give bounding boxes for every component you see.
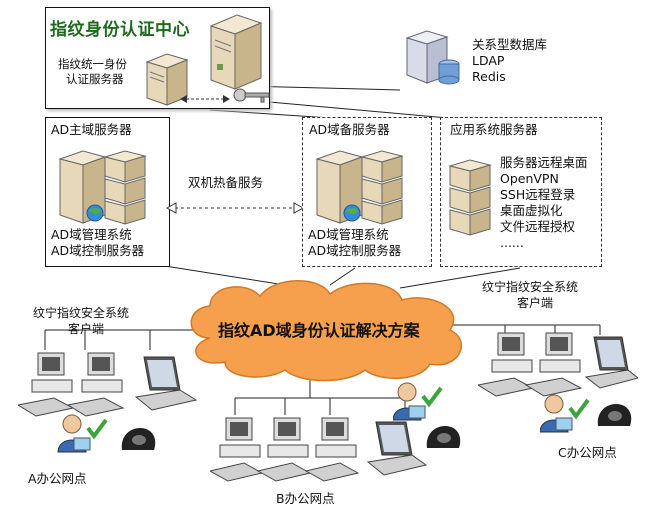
app-item-5: 文件远程授权 <box>500 219 576 234</box>
desktop-computer-icon <box>66 352 125 417</box>
user-badge-icon <box>57 414 91 453</box>
fingerprint-scanner-icon <box>597 404 632 426</box>
fingerprint-scanner-icon <box>121 428 156 450</box>
db-line-3: Redis <box>472 69 506 84</box>
site-a-devices <box>18 352 198 417</box>
auth-server-label-line1: 指纹统一身份 <box>58 57 127 71</box>
cloud-title: 指纹AD域身份认证解决方案 <box>218 321 420 340</box>
site-a-auth <box>57 414 156 453</box>
site-c-auth <box>540 394 632 433</box>
network-cloud <box>190 280 462 382</box>
app-item-6: ...... <box>500 235 524 250</box>
site-b-label: B办公网点 <box>276 491 335 506</box>
ad-backup-line1: AD域管理系统 <box>308 227 389 242</box>
desktop-computer-icon <box>478 332 535 397</box>
site-b-devices <box>210 417 428 482</box>
laptop-icon <box>366 421 428 476</box>
ad-primary-line2: AD域控制服务器 <box>51 243 145 258</box>
sync-arrow-icon <box>180 95 230 103</box>
client-right-line1: 纹宁指纹安全系统 <box>482 280 579 294</box>
site-c-label: C办公网点 <box>558 445 617 460</box>
app-item-2: OpenVPN <box>500 171 559 186</box>
client-left-line2: 客户端 <box>68 322 105 336</box>
key-icon <box>233 88 270 103</box>
desktop-computer-icon <box>210 417 264 482</box>
ad-primary-title: AD主域服务器 <box>51 122 132 137</box>
server-icon <box>145 53 189 106</box>
client-right-line2: 客户端 <box>517 296 554 310</box>
ad-backup-line2: AD域控制服务器 <box>308 243 402 258</box>
checkmark-icon <box>568 398 590 420</box>
checkmark-icon <box>86 418 108 440</box>
desktop-computer-icon <box>256 417 312 482</box>
ad-primary-line1: AD域管理系统 <box>51 227 132 242</box>
app-servers-title: 应用系统服务器 <box>450 122 538 137</box>
desktop-computer-icon <box>18 352 75 417</box>
auth-center-title: 指纹身份认证中心 <box>50 20 190 40</box>
fingerprint-scanner-icon <box>426 426 461 448</box>
server-rack-icon <box>58 150 147 225</box>
app-item-4: 桌面虚拟化 <box>500 203 563 218</box>
checkmark-icon <box>421 386 443 408</box>
site-c-devices <box>478 332 638 397</box>
hot-backup-arrow-icon <box>165 202 305 214</box>
db-line-2: LDAP <box>472 53 505 68</box>
desktop-computer-icon <box>304 417 360 482</box>
auth-server-label-line2: 认证服务器 <box>66 72 124 86</box>
db-line-1: 关系型数据库 <box>472 37 548 52</box>
server-rack-icon <box>315 150 404 225</box>
server-icon <box>209 14 263 90</box>
desktop-computer-icon <box>524 332 583 397</box>
site-a-label: A办公网点 <box>28 471 87 486</box>
ad-backup-title: AD域备服务器 <box>309 122 390 137</box>
app-item-3: SSH远程登录 <box>500 187 576 202</box>
server-rack-icon <box>448 159 492 236</box>
database-icon <box>405 30 460 85</box>
user-badge-icon <box>540 394 573 433</box>
hot-backup-label: 双机热备服务 <box>188 175 264 190</box>
site-b-auth <box>393 382 461 448</box>
app-item-1: 服务器远程桌面 <box>500 155 588 170</box>
client-left-line1: 纹宁指纹安全系统 <box>33 306 130 320</box>
user-badge-icon <box>393 382 426 421</box>
laptop-icon <box>134 356 198 411</box>
laptop-icon <box>584 336 638 389</box>
